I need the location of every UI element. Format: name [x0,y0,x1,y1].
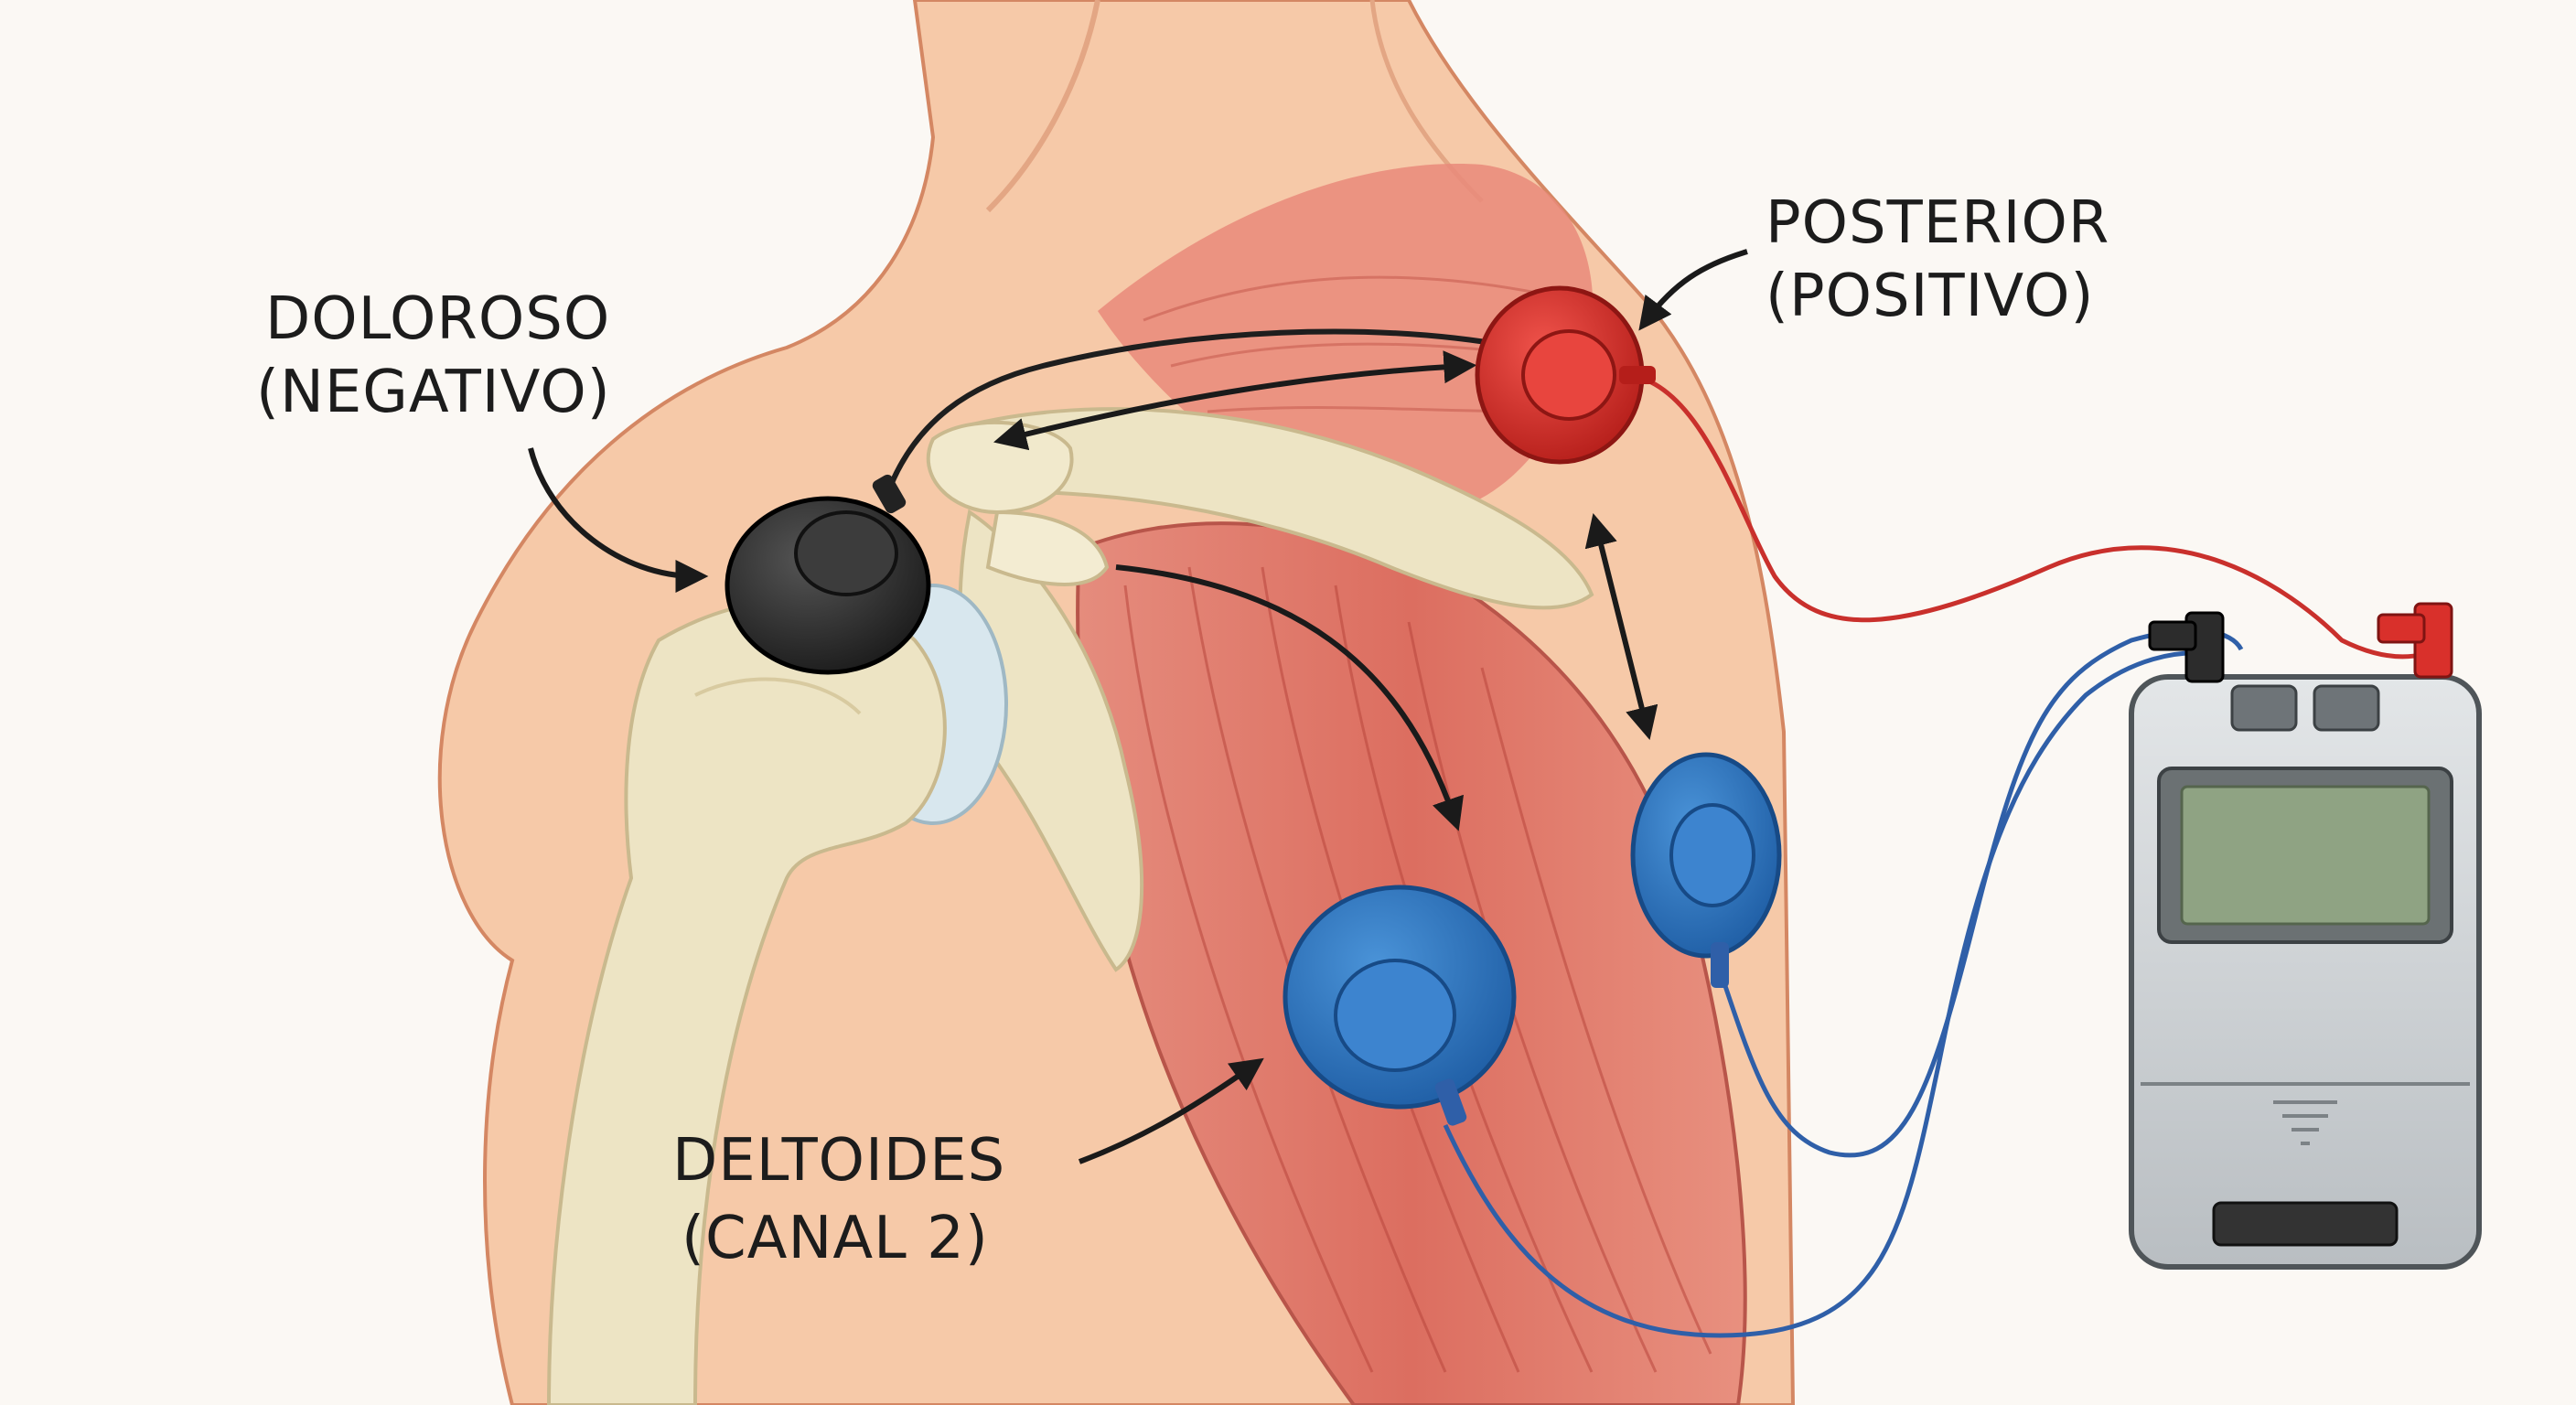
blue-lead-wire-upper [1717,627,2244,1158]
label-doloroso: DOLOROSO (NEGATIVO) [256,285,611,426]
red-plug [2377,602,2453,679]
label-doloroso-line2: (NEGATIVO) [256,359,611,426]
label-posterior: POSTERIOR (POSITIVO) [1766,189,2109,330]
tens-device[interactable] [2129,674,2482,1270]
arrow-doloroso-posterior [993,350,1477,451]
label-posterior-line1: POSTERIOR [1766,189,2109,257]
red-lead-wire [1627,372,2425,660]
arrow-label-deltoides [1078,1057,1264,1164]
label-doloroso-line1: DOLOROSO [265,285,610,353]
electrode-deltoides-upper[interactable] [1630,752,1782,988]
arrow-posterior-deltoid [1584,513,1658,740]
arrow-label-posterior [1638,249,1748,331]
electrode-doloroso[interactable] [724,473,931,675]
arrow-humerus-deltoid [1115,564,1465,831]
shoulder-bones [546,407,1594,1405]
arrow-label-doloroso [528,447,709,593]
direction-arrows [528,249,1748,1164]
electrode-posterior[interactable] [1475,285,1656,465]
label-posterior-line2: (POSITIVO) [1766,263,2094,330]
label-deltoides: DELTOIDES (CANAL 2) [672,1127,1005,1272]
label-deltoides-line1: DELTOIDES [672,1127,1005,1195]
blue-lead-wire-lower [1443,650,2215,1338]
electrode-deltoides-lower[interactable] [1283,885,1517,1127]
black-plug [2148,611,2225,683]
label-deltoides-line2: (CANAL 2) [682,1205,989,1272]
